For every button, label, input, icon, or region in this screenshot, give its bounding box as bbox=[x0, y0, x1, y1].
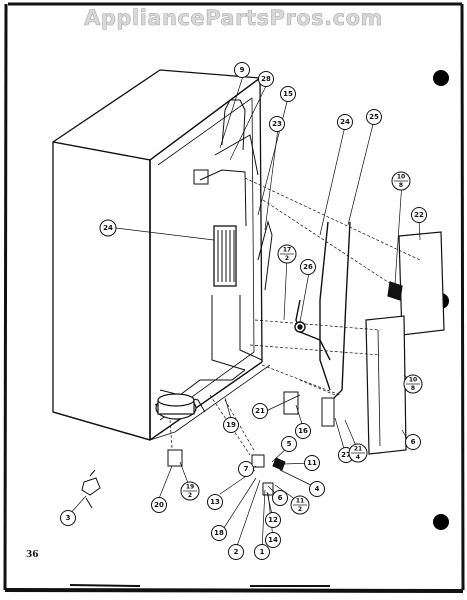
callout-5: 5 bbox=[287, 440, 292, 448]
callout-10-8-top: 10 bbox=[397, 174, 405, 181]
callout-19-2-top: 19 bbox=[186, 484, 194, 491]
callout-24-left: 24 bbox=[103, 224, 113, 232]
callout-8: 6 bbox=[411, 438, 416, 446]
callout-14: 14 bbox=[268, 536, 278, 544]
page-border bbox=[3, 2, 465, 593]
callout-4: 4 bbox=[315, 485, 320, 493]
callout-11: 11 bbox=[307, 459, 317, 467]
callout-11-2-top: 11 bbox=[296, 498, 304, 505]
watermark: AppliancePartsPros.com bbox=[84, 6, 383, 31]
callout-19: 19 bbox=[226, 421, 236, 429]
callout-2: 2 bbox=[234, 548, 239, 556]
callout-24-top: 24 bbox=[340, 118, 350, 126]
callout-17-2-top: 17 bbox=[283, 247, 291, 254]
callout-10-8b-bottom: 8 bbox=[411, 385, 415, 392]
callout-10-8-bottom: 8 bbox=[399, 182, 403, 189]
fraction-callout-labels: 10 8 10 8 17 2 21 4 19 2 11 2 bbox=[186, 174, 417, 514]
callout-12: 12 bbox=[268, 516, 278, 524]
callout-6: 6 bbox=[278, 494, 283, 502]
callout-13: 13 bbox=[210, 498, 220, 506]
condenser-tubing bbox=[154, 99, 273, 413]
callout-17-2-bottom: 2 bbox=[285, 255, 289, 262]
fraction-callout-bars bbox=[183, 180, 420, 506]
compressor bbox=[155, 393, 197, 420]
callout-bubbles bbox=[60, 62, 427, 560]
back-cover-panels bbox=[365, 231, 445, 455]
callout-3: 3 bbox=[66, 514, 71, 522]
callout-16: 16 bbox=[298, 427, 308, 435]
callout-1: 1 bbox=[260, 548, 265, 556]
punch-hole-bottom bbox=[433, 514, 449, 530]
callout-27: 27 bbox=[341, 451, 351, 459]
callout-28: 28 bbox=[261, 75, 271, 83]
callout-10-8b-top: 10 bbox=[409, 377, 417, 384]
callout-18: 18 bbox=[214, 529, 224, 537]
callout-21: 21 bbox=[255, 407, 265, 415]
callout-19-2-bottom: 2 bbox=[188, 492, 192, 499]
exploded-guide-lines bbox=[169, 177, 421, 456]
callout-25: 25 bbox=[369, 113, 379, 121]
punch-hole-top bbox=[433, 70, 449, 86]
callout-15: 15 bbox=[283, 90, 293, 98]
page-number: 36 bbox=[26, 550, 39, 560]
callout-20: 20 bbox=[154, 501, 164, 509]
callout-11-2-bottom: 2 bbox=[298, 506, 302, 513]
callout-22: 22 bbox=[414, 211, 424, 219]
callout-9: 9 bbox=[240, 66, 245, 74]
callout-21-4-bottom: 4 bbox=[356, 454, 360, 461]
callout-21-4-top: 21 bbox=[354, 446, 362, 453]
callout-labels: 9 28 15 23 24 25 24 26 22 6 16 21 19 27 … bbox=[66, 66, 424, 556]
callout-23: 23 bbox=[272, 120, 282, 128]
callout-26: 26 bbox=[303, 263, 313, 271]
refrigerator-cabinet bbox=[52, 69, 271, 441]
callout-7: 7 bbox=[244, 465, 249, 473]
power-cord-and-drain-tube bbox=[294, 221, 351, 401]
